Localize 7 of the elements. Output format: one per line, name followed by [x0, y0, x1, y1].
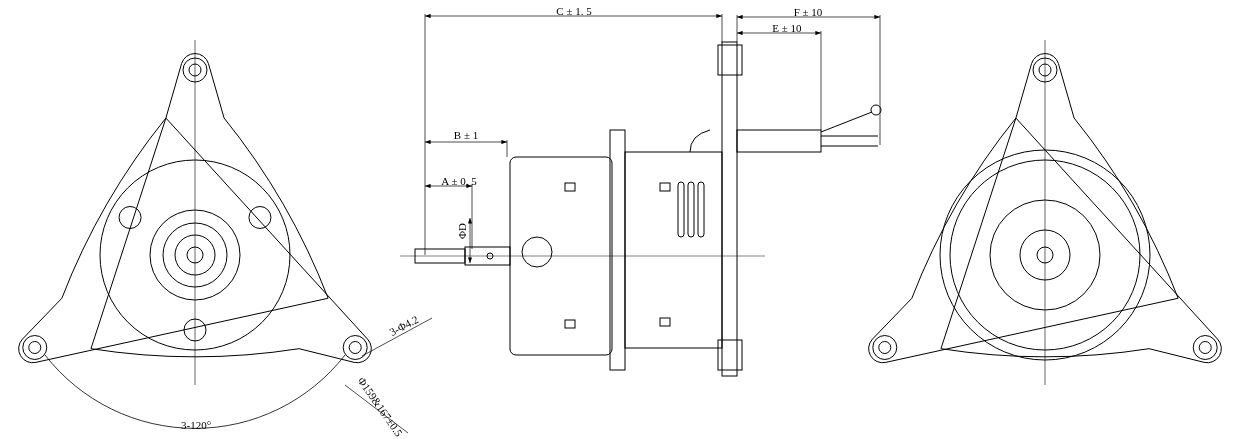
- dimension-label: A ± 0. 5: [441, 175, 477, 187]
- dimension-label: F ± 10: [793, 6, 823, 18]
- dimension-label: C ± 1. 5: [556, 5, 592, 17]
- dimension-label: B ± 1: [453, 129, 479, 141]
- dimension-label: ΦD: [456, 223, 468, 239]
- dimension-label: E ± 10: [772, 22, 802, 34]
- dimension-label: 3-120°: [180, 419, 212, 431]
